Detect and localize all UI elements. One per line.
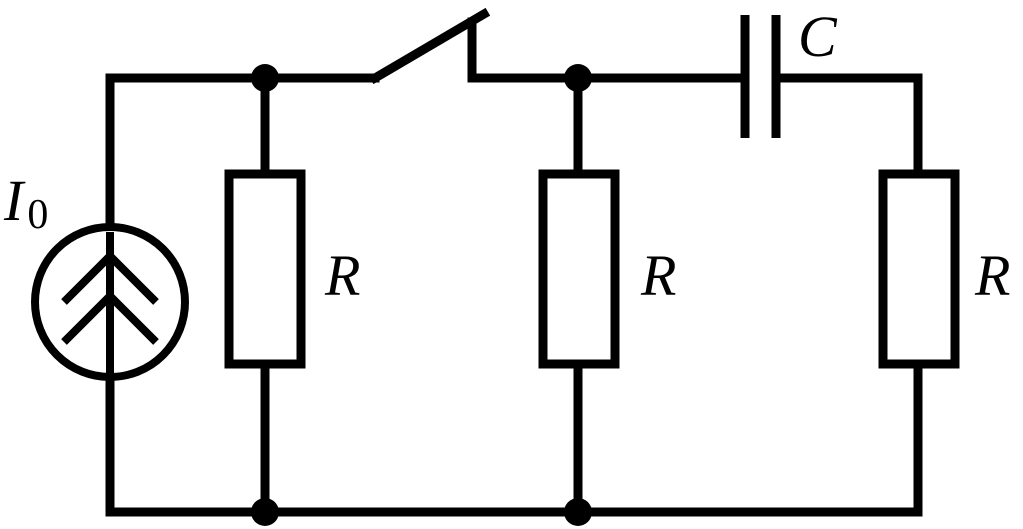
current-source-arrow-head-upper xyxy=(61,250,159,305)
switch-blade xyxy=(368,7,491,85)
current-source-arrow-head-lower xyxy=(61,290,159,345)
resistor-1-label: R xyxy=(324,243,360,308)
junction-node-top-middle xyxy=(564,64,592,92)
junction-node-bottom-middle xyxy=(564,498,592,526)
current-source-label-subscript: 0 xyxy=(27,192,48,238)
current-source-label: I0 xyxy=(3,168,48,238)
resistor-3-label: R xyxy=(974,243,1010,308)
resistor-3 xyxy=(878,169,960,369)
junction-node-bottom-left xyxy=(251,498,279,526)
capacitor-label: C xyxy=(798,4,838,69)
top-wire-middle xyxy=(467,17,750,83)
junction-nodes xyxy=(251,64,592,526)
resistor-1 xyxy=(224,169,306,369)
resistor-2-label: R xyxy=(640,243,676,308)
resistor-2 xyxy=(538,169,620,369)
junction-node-top-left xyxy=(251,64,279,92)
capacitor xyxy=(740,15,781,138)
current-source xyxy=(31,223,189,381)
